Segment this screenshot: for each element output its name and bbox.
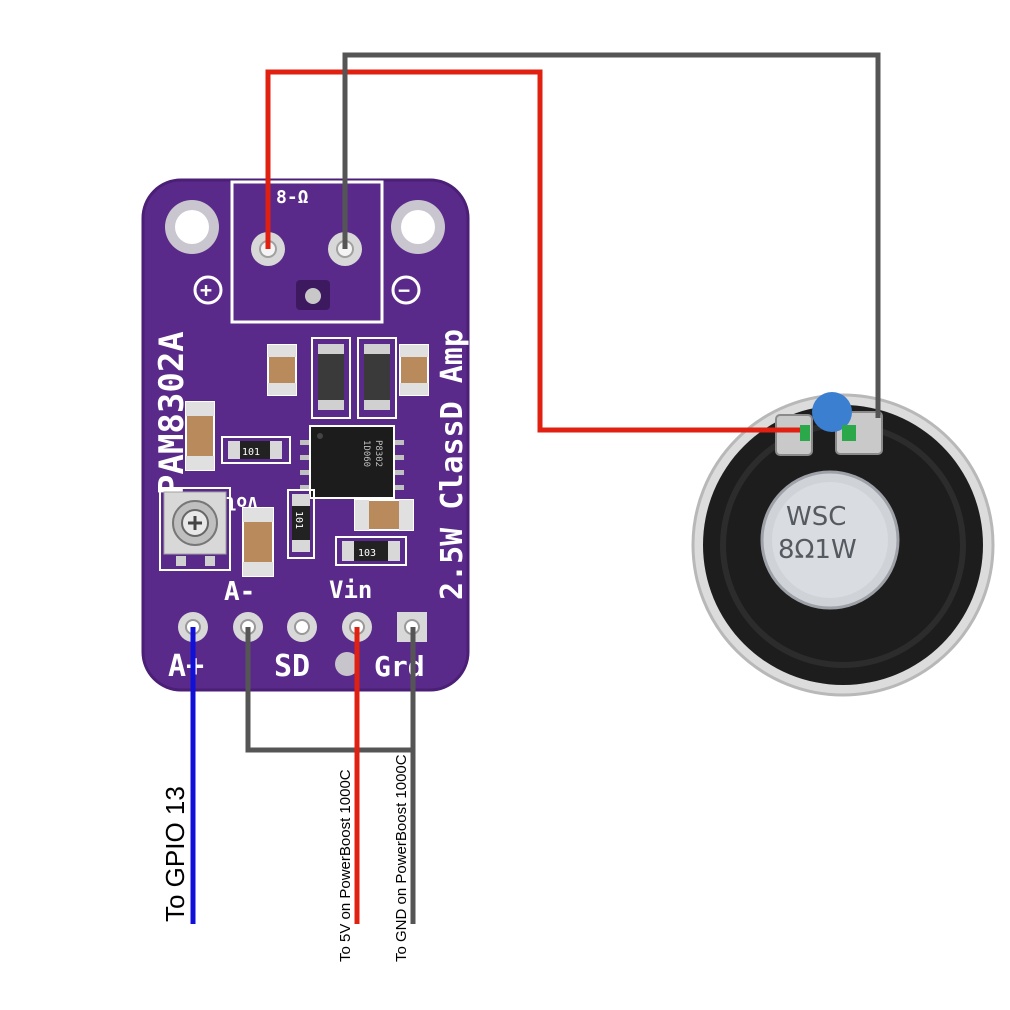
- resistor-2: 101: [287, 489, 315, 559]
- speaker-capacitor-blob: [812, 392, 852, 432]
- bottom-hole: [335, 652, 359, 676]
- diode-top-2: [357, 337, 397, 419]
- wire-speaker-plus: [265, 69, 800, 433]
- mounting-hole-left: [165, 200, 219, 254]
- vin-caption: To 5V on PowerBoost 1000C: [337, 769, 354, 962]
- terminal-outline: [230, 180, 384, 324]
- wire-speaker-minus: [342, 52, 881, 418]
- svg-text:P8302: P8302: [373, 440, 383, 467]
- pin-label-a-plus: A+: [168, 649, 204, 684]
- svg-text:−: −: [398, 278, 410, 302]
- pin-sd[interactable]: [287, 612, 317, 642]
- speaker-out-label: 8-Ω: [276, 187, 309, 208]
- svg-text:101: 101: [293, 511, 304, 529]
- gnd-caption: To GND on PowerBoost 1000C: [393, 754, 410, 962]
- pin-label-gnd: Grd: [374, 650, 425, 683]
- plus-symbol: +: [193, 275, 223, 305]
- pin-label-a-minus: A-: [224, 577, 255, 607]
- pin-label-sd: SD: [274, 649, 310, 684]
- capacitor-top-1: [267, 344, 297, 396]
- resistor-3: 103: [335, 536, 407, 566]
- capacitor-middle: [242, 507, 274, 577]
- speaker: WSC 8Ω1W: [691, 392, 995, 697]
- mounting-hole-right: [391, 200, 445, 254]
- capacitor-top-2: [399, 344, 429, 396]
- volume-potentiometer[interactable]: [159, 487, 231, 571]
- resistor-1: 101: [221, 436, 291, 464]
- diode-top-1: [311, 337, 351, 419]
- pin-label-vin: Vin: [329, 576, 372, 604]
- svg-text:101: 101: [242, 447, 260, 458]
- amplifier-board: 8-Ω + − PAM8302A 2.5W ClassD Amp Vol: [141, 178, 470, 692]
- gpio-caption: To GPIO 13: [160, 786, 190, 922]
- capacitor-right: [354, 499, 414, 531]
- speaker-rating: 8Ω1W: [778, 535, 857, 565]
- svg-text:103: 103: [358, 548, 376, 559]
- amp-title-label: 2.5W ClassD Amp: [435, 329, 470, 600]
- minus-symbol: −: [391, 275, 421, 305]
- pcb-body: [141, 178, 470, 692]
- capacitor-left: [185, 401, 215, 471]
- svg-text:1D060: 1D060: [361, 440, 371, 467]
- amplifier-ic: P8302 1D060: [300, 425, 404, 499]
- svg-text:+: +: [200, 278, 212, 302]
- speaker-brand: WSC: [786, 502, 846, 532]
